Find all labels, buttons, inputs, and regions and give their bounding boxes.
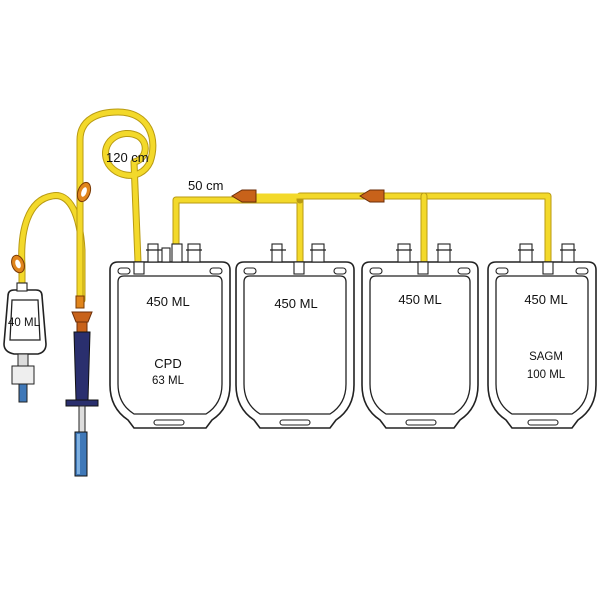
bag4-solution: SAGM [529, 351, 563, 363]
roller-clamp-icon [76, 181, 92, 203]
breakaway-connector [359, 189, 385, 203]
additive-bag: 450 ML SAGM 100 ML [487, 243, 597, 429]
bag1-volume: 450 ML [146, 294, 189, 309]
bag1-solution-volume: 63 ML [152, 375, 185, 387]
bag1-solution: CPD [154, 356, 181, 371]
y-connector [71, 311, 93, 333]
tube-length-50: 50 cm [188, 178, 223, 193]
bag4-volume: 450 ML [524, 292, 567, 307]
tube-length-120: 120 cm [106, 150, 149, 165]
bag2-volume: 450 ML [274, 296, 317, 311]
sample-pouch-volume: 40 ML [8, 317, 41, 329]
satellite-bag: 450 ML [361, 243, 479, 429]
bag3-volume: 450 ML [398, 292, 441, 307]
bag4-solution-volume: 100 ML [527, 369, 566, 381]
breakaway-connector [231, 189, 257, 203]
roller-clamp-icon [11, 254, 25, 274]
primary-bag: 450 ML CPD 63 ML [109, 243, 231, 429]
donor-needle [65, 295, 99, 477]
satellite-bag: 450 ML [235, 243, 355, 429]
sample-pouch: 40 ML [3, 282, 47, 403]
